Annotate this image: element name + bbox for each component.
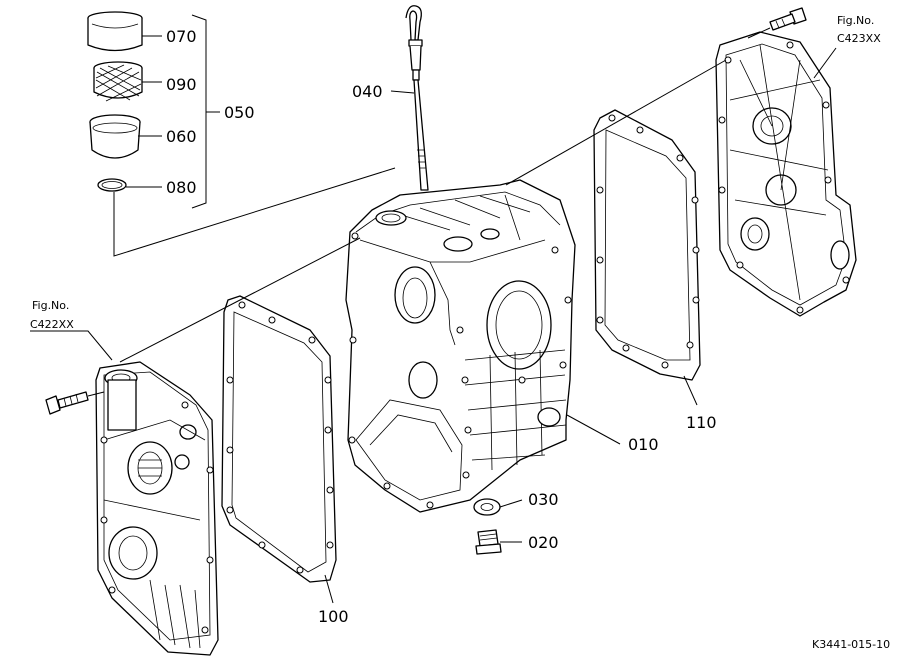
left-fig-no-code[interactable]: C422XX [30, 318, 74, 331]
right-cover-reference[interactable] [715, 31, 857, 317]
label-080: 080 [166, 178, 197, 197]
label-050: 050 [224, 103, 255, 122]
left-fig-no-title: Fig.No. [32, 299, 69, 312]
left-cover-bolt[interactable] [45, 391, 89, 415]
part-030-washer[interactable] [473, 498, 501, 516]
label-030: 030 [528, 490, 559, 509]
label-010: 010 [628, 435, 659, 454]
part-080-o-ring[interactable] [97, 178, 127, 192]
part-090-filter-screen[interactable] [93, 61, 143, 102]
left-cover-reference[interactable] [95, 361, 219, 656]
label-110: 110 [686, 413, 717, 432]
label-060: 060 [166, 127, 197, 146]
right-fig-no-title: Fig.No. [837, 14, 874, 27]
label-070: 070 [166, 27, 197, 46]
label-020: 020 [528, 533, 559, 552]
right-cover-bolt[interactable] [769, 7, 807, 31]
part-100-gasket-left[interactable] [221, 295, 337, 583]
part-060-ring[interactable] [89, 114, 141, 159]
drawing-code: K3441-015-10 [812, 638, 890, 651]
part-020-drain-plug[interactable] [475, 529, 502, 555]
part-070-cap[interactable] [87, 11, 143, 52]
right-fig-no-code[interactable]: C423XX [837, 32, 881, 45]
label-090: 090 [166, 75, 197, 94]
part-010-transmission-case[interactable] [345, 179, 576, 513]
part-040-dipstick[interactable] [405, 5, 429, 191]
part-110-gasket-right[interactable] [593, 109, 701, 381]
label-100: 100 [318, 607, 349, 626]
label-040: 040 [352, 82, 383, 101]
